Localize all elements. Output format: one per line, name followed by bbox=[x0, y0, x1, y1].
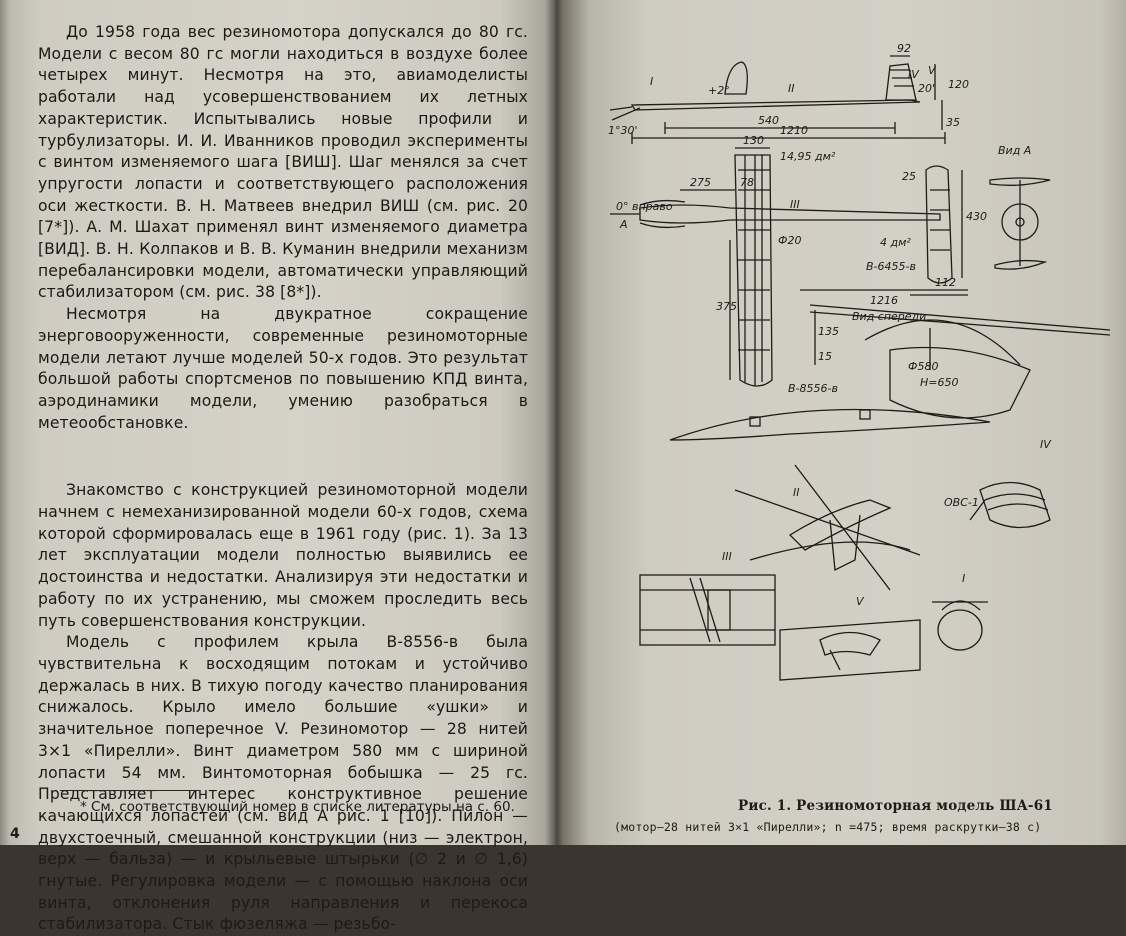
page-number: 4 bbox=[10, 826, 20, 842]
paragraph-history: До 1958 года вес резиномотора допускался… bbox=[38, 23, 528, 302]
label-phi-20: Ф20 bbox=[778, 234, 801, 247]
label-roman-v-top: V bbox=[928, 64, 937, 77]
label-roman-iv-detail: IV bbox=[1040, 438, 1052, 451]
label-roman-iv-top: IV bbox=[908, 68, 920, 81]
side-fuselage bbox=[630, 99, 921, 111]
label-roman-iii-top: III bbox=[790, 198, 800, 211]
left-page: До 1958 года вес резиномотора допускался… bbox=[10, 22, 528, 933]
top-wing bbox=[734, 154, 773, 387]
label-roman-iii-detail: III bbox=[722, 550, 732, 563]
figure-caption-details: (мотор—28 нитей 3×1 «Пирелли»; n =475; в… bbox=[614, 820, 1042, 834]
figure-caption: Рис. 1. Резиномоторная модель ША-61 bbox=[738, 798, 1053, 814]
label-dim-112: 112 bbox=[935, 276, 956, 289]
propeller-top bbox=[639, 199, 686, 229]
label-angle-20: 20' bbox=[918, 82, 935, 95]
label-profile-stab: В-6455-в bbox=[866, 260, 916, 273]
label-roman-i-top: I bbox=[650, 75, 653, 88]
label-dim-135: 135 bbox=[818, 325, 839, 338]
footnote-divider bbox=[60, 790, 200, 792]
model-drawing: I II +2° 1°30' IV V 20' 92 120 35 540 12… bbox=[608, 42, 1110, 681]
detail-i bbox=[932, 600, 988, 651]
label-dim-35: 35 bbox=[946, 116, 960, 129]
label-profile-wing: В-8556-в bbox=[788, 382, 838, 395]
label-vid-speredi: Вид спереди bbox=[852, 310, 926, 323]
label-dim-120: 120 bbox=[948, 78, 969, 91]
label-ovs: ОВС-1 bbox=[944, 496, 979, 509]
label-dim-130: 130 bbox=[743, 134, 764, 147]
wing-profile bbox=[669, 408, 991, 441]
label-area-stab: 4 дм² bbox=[880, 236, 911, 249]
side-pylon bbox=[724, 61, 748, 95]
detail-fuselage-joint bbox=[639, 574, 776, 646]
label-area-wing: 14,95 дм² bbox=[780, 150, 836, 163]
vid-a-view bbox=[989, 177, 1051, 270]
label-dim-25: 25 bbox=[902, 170, 916, 183]
label-roman-i-detail: I bbox=[962, 572, 965, 585]
top-fuselage bbox=[639, 204, 941, 224]
detail-pylon bbox=[734, 464, 921, 591]
label-roman-ii-top: II bbox=[788, 82, 795, 95]
label-letter-a: А bbox=[619, 218, 628, 231]
label-roman-v-detail: V bbox=[856, 595, 865, 608]
label-dim-1210: 1210 bbox=[780, 124, 808, 137]
label-dim-375: 375 bbox=[716, 300, 737, 313]
top-stabilizer bbox=[925, 165, 953, 284]
paragraph-modern-models: Несмотря на двукратное сокращение энерго… bbox=[38, 305, 528, 432]
label-roman-ii-detail: II bbox=[793, 486, 800, 499]
label-dim-275: 275 bbox=[690, 176, 711, 189]
label-dim-78: 78 bbox=[740, 176, 754, 189]
side-fin bbox=[885, 63, 917, 101]
label-dim-1216: 1216 bbox=[870, 294, 898, 307]
detail-hook bbox=[969, 481, 1051, 529]
right-page: I II +2° 1°30' IV V 20' 92 120 35 540 12… bbox=[590, 30, 1110, 835]
paragraph-model-description: Модель с профилем крыла В-8556-в была чу… bbox=[38, 633, 528, 934]
side-thrust-line bbox=[609, 106, 633, 111]
detail-v bbox=[779, 619, 921, 681]
label-angle-plus2: +2° bbox=[708, 84, 730, 97]
label-vid-a: Вид А bbox=[998, 144, 1031, 157]
label-dim-15: 15 bbox=[818, 350, 832, 363]
label-angle-1-30: 1°30' bbox=[608, 124, 638, 137]
label-dim-92: 92 bbox=[897, 42, 911, 55]
label-dim-540: 540 bbox=[758, 114, 779, 127]
footnote: * См. соответствующий номер в списке лит… bbox=[80, 799, 515, 815]
label-phi-580: Ф580 bbox=[908, 360, 938, 373]
label-h-650: Н=650 bbox=[920, 376, 958, 389]
label-dim-430: 430 bbox=[966, 210, 987, 223]
paragraph-construction-intro: Знакомство с конструкцией резиномоторной… bbox=[38, 481, 528, 630]
label-zero-vpravo: 0° вправо bbox=[616, 200, 673, 213]
